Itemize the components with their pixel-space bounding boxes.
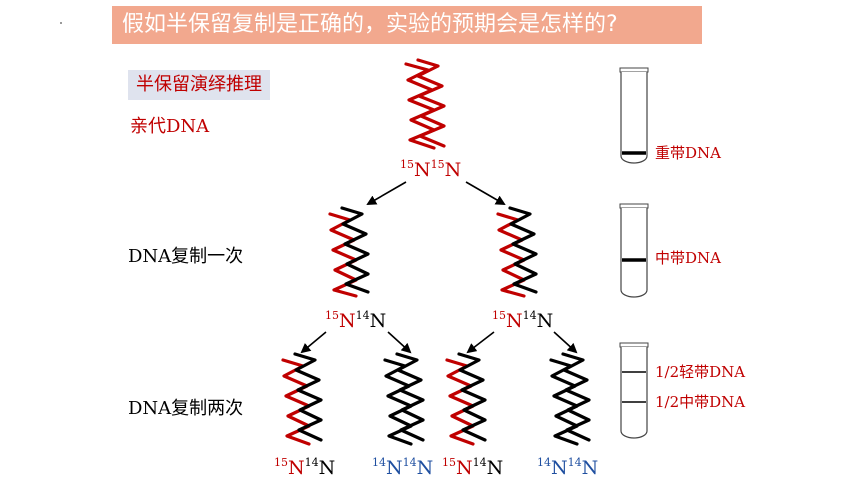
isotope-label-gen2-d: 14N14N: [537, 456, 598, 479]
tube-cap: [619, 342, 649, 348]
dna-helix-gen1-right: [496, 206, 538, 298]
tube-body: [620, 72, 648, 164]
section-label: 半保留演绎推理: [128, 70, 270, 100]
test-tube-gen1: [619, 203, 649, 298]
tube-cap: [619, 67, 649, 73]
strand-light: [457, 352, 487, 442]
strand-light: [293, 352, 323, 442]
arrow-parent-right: [465, 181, 506, 206]
dna-helix-gen2-d: [549, 352, 591, 446]
isotope-label-parent: 15N15N: [400, 158, 461, 181]
arrow-gen1-left-b: [387, 331, 412, 354]
isotope-label-gen1-left: 15N14N: [325, 309, 386, 332]
tube-cap: [619, 203, 649, 209]
row-label-gen2: DNA复制两次: [128, 398, 244, 419]
dna-helix-gen2-c: [445, 352, 487, 446]
arrow-gen1-right-b: [553, 331, 578, 354]
tube-label-middle-half: 1/2中带DNA: [655, 393, 745, 411]
strand-light: [395, 352, 425, 442]
tube-body: [620, 347, 648, 439]
arrow-gen1-left-a: [300, 331, 327, 354]
row-label-parent: 亲代DNA: [130, 116, 210, 137]
isotope-label-gen1-right: 15N14N: [492, 309, 553, 332]
arrow-parent-left: [366, 181, 407, 206]
slide-title: 假如半保留复制是正确的，实验的预期会是怎样的?: [112, 6, 702, 44]
isotope-label-gen2-a: 15N14N: [274, 456, 335, 479]
tube-label-heavy: 重带DNA: [655, 144, 721, 162]
arrow-gen1-right-a: [466, 331, 495, 354]
strand-light: [508, 206, 538, 294]
dna-helix-gen1-left: [328, 206, 370, 298]
dna-helix-gen2-b: [383, 352, 425, 446]
tube-body: [620, 208, 648, 298]
isotope-label-gen2-c: 15N14N: [442, 456, 503, 479]
tube-label-light-half: 1/2轻带DNA: [655, 363, 745, 381]
row-label-gen1: DNA复制一次: [128, 246, 244, 267]
tube-label-middle: 中带DNA: [655, 249, 721, 267]
strand-light: [561, 352, 591, 442]
test-tube-gen2: [619, 342, 649, 439]
strand-heavy: [416, 58, 446, 148]
isotope-label-gen2-b: 14N14N: [372, 456, 433, 479]
strand-light: [340, 206, 370, 294]
dna-helix-gen2-a: [281, 352, 323, 446]
test-tube-parent: [619, 67, 649, 164]
decorative-dot: [60, 22, 62, 24]
dna-helix-parent: [404, 58, 446, 150]
